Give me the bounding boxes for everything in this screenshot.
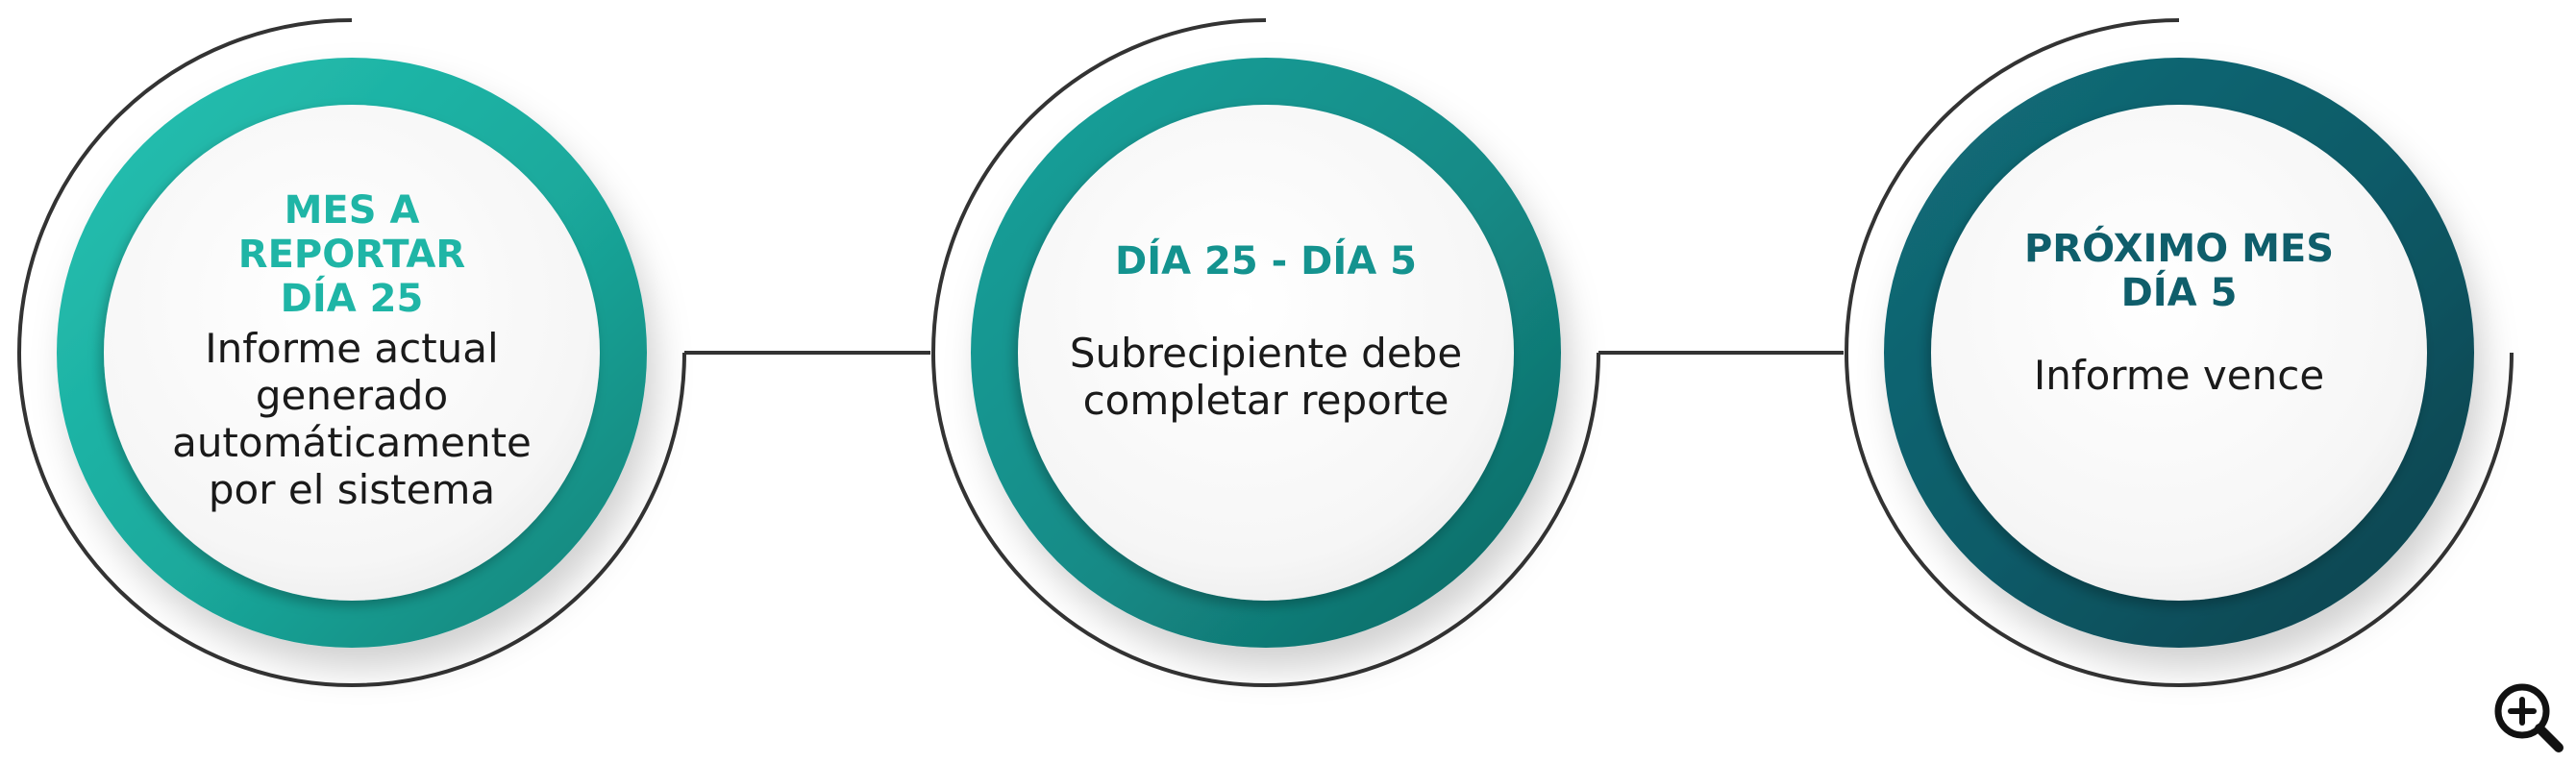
zoom-in-icon[interactable]	[2489, 678, 2566, 755]
step-3-outer-arc	[1845, 18, 2514, 687]
step-2-circle	[931, 18, 1600, 687]
step-2-title: DÍA 25 - DÍA 5	[1115, 239, 1417, 283]
step-1-outer-arc	[17, 18, 686, 687]
step-2-body: Subrecipiente debe completar reporte	[1069, 330, 1463, 424]
step-3-title: PRÓXIMO MES DÍA 5	[2023, 226, 2335, 315]
step-3-circle	[1845, 18, 2514, 687]
step-2-outer-arc	[931, 18, 1600, 687]
step-1-title: MES A REPORTAR DÍA 25	[237, 188, 466, 321]
step-2-text: DÍA 25 - DÍA 5 Subrecipiente debe comple…	[1035, 192, 1497, 471]
step-1-circle	[17, 18, 686, 687]
step-1-text: MES A REPORTAR DÍA 25 Informe actual gen…	[121, 154, 582, 548]
step-3-text: PRÓXIMO MES DÍA 5 Informe vence	[1948, 197, 2410, 428]
step-3-body: Informe vence	[2033, 351, 2325, 399]
step-1-body: Informe actual generado automáticamente …	[172, 325, 532, 513]
